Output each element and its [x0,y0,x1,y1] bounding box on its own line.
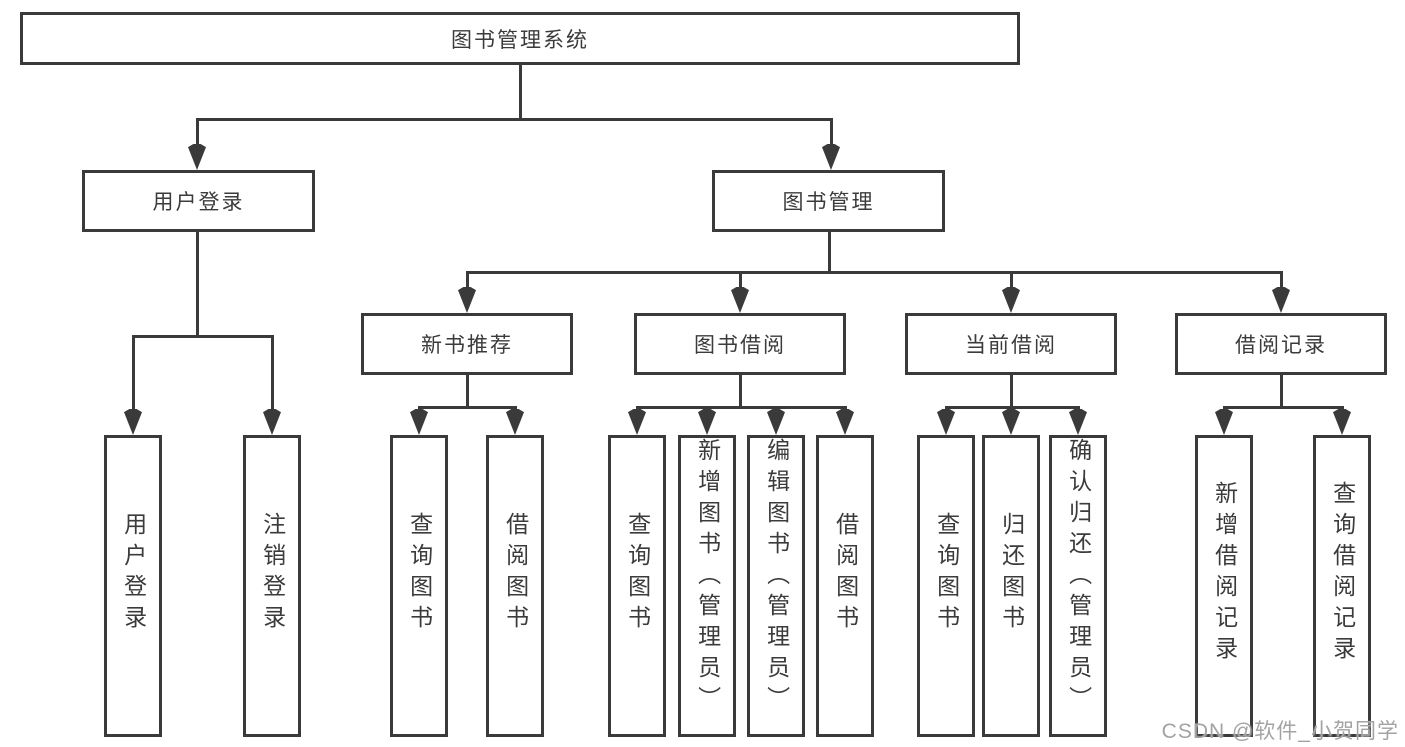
connector-book-management-stub [828,231,831,274]
node-root-label: 图书管理系统 [451,28,589,52]
arrow-down-icon [1272,287,1290,313]
arrow-down-icon [628,409,646,435]
arrow-down-icon [822,144,840,170]
arrow-down-icon [458,287,476,313]
leaf-cb-query-books: 查询图书 [917,435,975,737]
leaf-logout-label: 注销登录 [259,512,286,636]
connector-borrowing-rail [636,406,847,409]
leaf-bb-add-books-admin-label: 新增图书（管理员） [694,438,721,717]
leaf-bb-borrow-books-label: 借阅图书 [832,512,859,636]
leaf-br-add-record: 新增借阅记录 [1195,435,1253,737]
connector-recommend-rail [418,406,517,409]
leaf-br-query-record-label: 查询借阅记录 [1329,481,1356,667]
node-user-login: 用户登录 [82,170,315,232]
arrow-down-icon [124,409,142,435]
leaf-rec-borrow-books-label: 借阅图书 [502,512,529,636]
node-borrowing-records: 借阅记录 [1175,313,1387,375]
connector-drop-book-management [830,118,833,148]
arrow-down-icon [836,409,854,435]
arrow-down-icon [263,409,281,435]
arrow-down-icon [937,409,955,435]
connector-drop-new-book-recommend [466,271,469,291]
connector-drop-borrowing-records [1280,271,1283,291]
connector-recommend-stub [466,374,469,409]
node-book-management: 图书管理 [712,170,945,232]
connector-records-rail [1223,406,1344,409]
leaf-bb-add-books-admin: 新增图书（管理员） [678,435,736,737]
leaf-cb-return-books: 归还图书 [982,435,1040,737]
arrow-down-icon [1215,409,1233,435]
connector-user-login-rail [132,335,274,338]
leaf-cb-query-books-label: 查询图书 [933,512,960,636]
connector-drop-login [132,335,135,413]
leaf-user-login: 用户登录 [104,435,162,737]
connector-drop-logout [271,335,274,413]
leaf-br-query-record: 查询借阅记录 [1313,435,1371,737]
arrow-down-icon [698,409,716,435]
node-new-book-recommend-label: 新书推荐 [421,334,513,357]
leaf-bb-borrow-books: 借阅图书 [816,435,874,737]
connector-root-stub [519,64,522,120]
arrow-down-icon [1002,409,1020,435]
node-book-management-label: 图书管理 [782,191,875,214]
watermark: CSDN @软件_小贺同学 [1161,720,1399,743]
connector-drop-user-login [196,118,199,148]
arrow-down-icon [767,409,785,435]
node-current-borrowing-label: 当前借阅 [965,334,1057,357]
leaf-cb-confirm-return-admin: 确认归还（管理员） [1049,435,1107,737]
node-new-book-recommend: 新书推荐 [361,313,573,375]
connector-records-stub [1280,374,1283,409]
leaf-cb-confirm-return-admin-label: 确认归还（管理员） [1065,438,1092,717]
leaf-bb-query-books-label: 查询图书 [624,512,651,636]
leaf-bb-edit-books-admin: 编辑图书（管理员） [747,435,805,737]
arrow-down-icon [1002,287,1020,313]
arrow-down-icon [410,409,428,435]
leaf-bb-query-books: 查询图书 [608,435,666,737]
arrow-down-icon [731,287,749,313]
node-root: 图书管理系统 [20,12,1020,65]
connector-root-rail [196,118,833,121]
arrow-down-icon [1333,409,1351,435]
connector-current-stub [1010,374,1013,409]
leaf-bb-edit-books-admin-label: 编辑图书（管理员） [763,438,790,717]
node-book-borrowing: 图书借阅 [634,313,846,375]
leaf-cb-return-books-label: 归还图书 [998,512,1025,636]
leaf-logout: 注销登录 [243,435,301,737]
arrow-down-icon [188,144,206,170]
node-book-borrowing-label: 图书借阅 [694,334,786,357]
leaf-br-add-record-label: 新增借阅记录 [1211,481,1238,667]
arrow-down-icon [1069,409,1087,435]
leaf-rec-query-books: 查询图书 [390,435,448,737]
node-current-borrowing: 当前借阅 [905,313,1117,375]
node-borrowing-records-label: 借阅记录 [1235,334,1327,357]
connector-drop-book-borrowing [739,271,742,291]
leaf-user-login-label: 用户登录 [120,512,147,636]
connector-user-login-stub [196,231,199,338]
connector-borrowing-stub [739,374,742,409]
arrow-down-icon [506,409,524,435]
node-user-login-label: 用户登录 [152,191,245,214]
leaf-rec-borrow-books: 借阅图书 [486,435,544,737]
connector-book-management-rail [466,271,1283,274]
connector-drop-current-borrowing [1010,271,1013,291]
leaf-rec-query-books-label: 查询图书 [406,512,433,636]
